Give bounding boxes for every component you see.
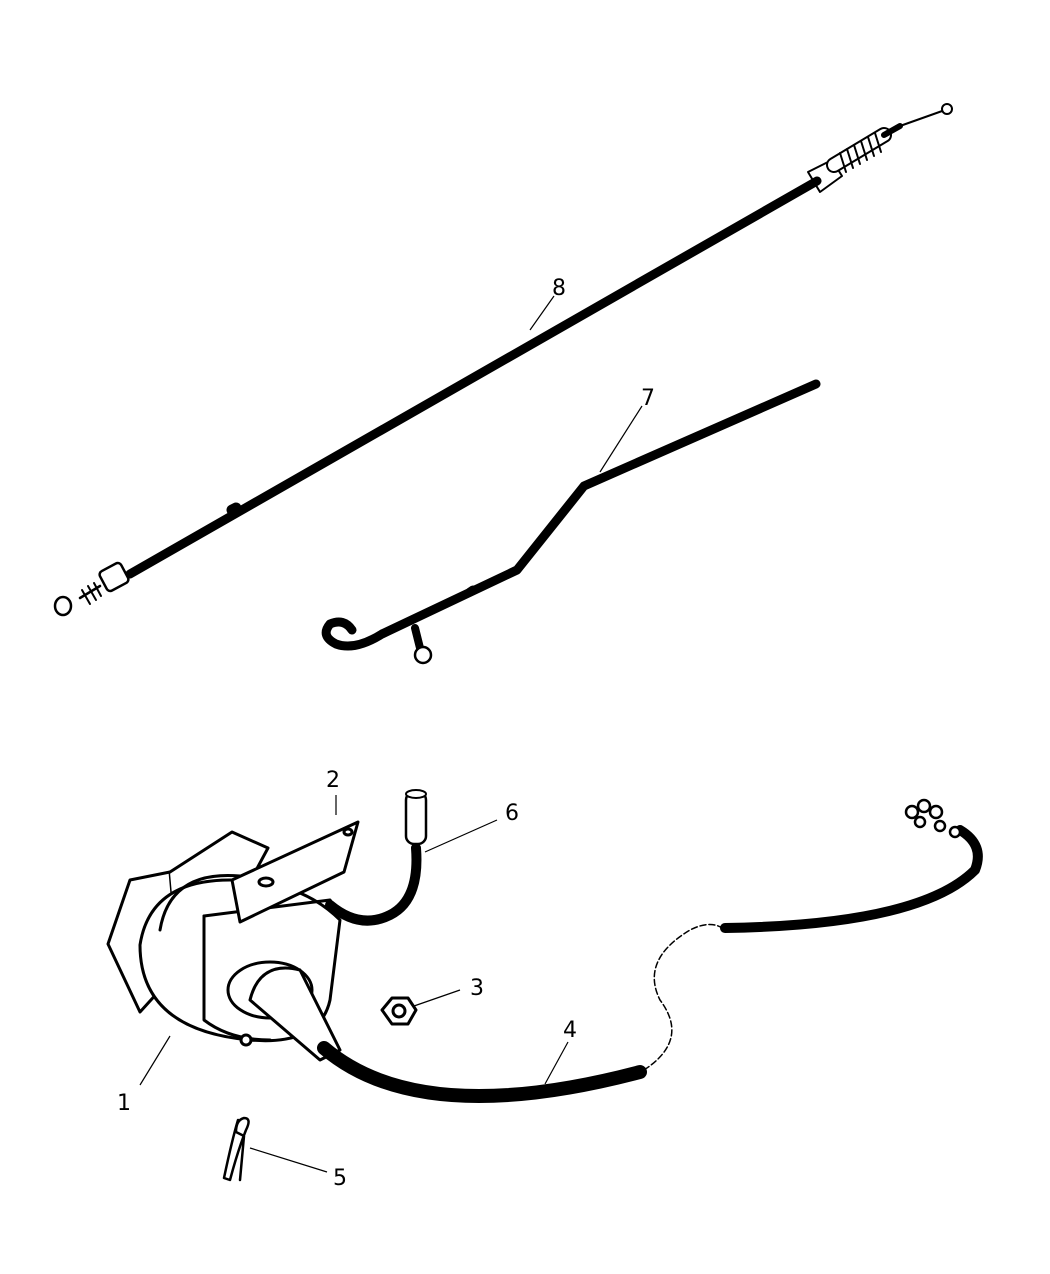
callout-8: 8 [552, 276, 566, 301]
connector-lead [325, 789, 428, 926]
retaining-clip [222, 1116, 250, 1182]
cable-spring [826, 127, 892, 173]
leader-7 [599, 405, 643, 473]
throttle-cable [53, 103, 953, 617]
leader-1 [139, 1035, 171, 1086]
servo-rod [321, 379, 821, 665]
cruise-servo [106, 830, 344, 1062]
hose-connector [904, 798, 962, 839]
callout-2: 2 [326, 768, 340, 793]
leader-5 [249, 1147, 328, 1173]
nut [380, 996, 418, 1026]
vacuum-hose [317, 798, 983, 1104]
callout-4: 4 [563, 1018, 577, 1043]
callout-5: 5 [333, 1166, 347, 1191]
leader-3 [413, 989, 461, 1007]
callout-1: 1 [117, 1091, 131, 1116]
callout-7: 7 [641, 386, 655, 411]
leader-6 [424, 819, 498, 853]
callout-3: 3 [470, 976, 484, 1001]
leader-4 [544, 1041, 569, 1085]
bracket [230, 820, 360, 924]
leader-8 [529, 295, 555, 331]
callout-6: 6 [505, 801, 519, 826]
